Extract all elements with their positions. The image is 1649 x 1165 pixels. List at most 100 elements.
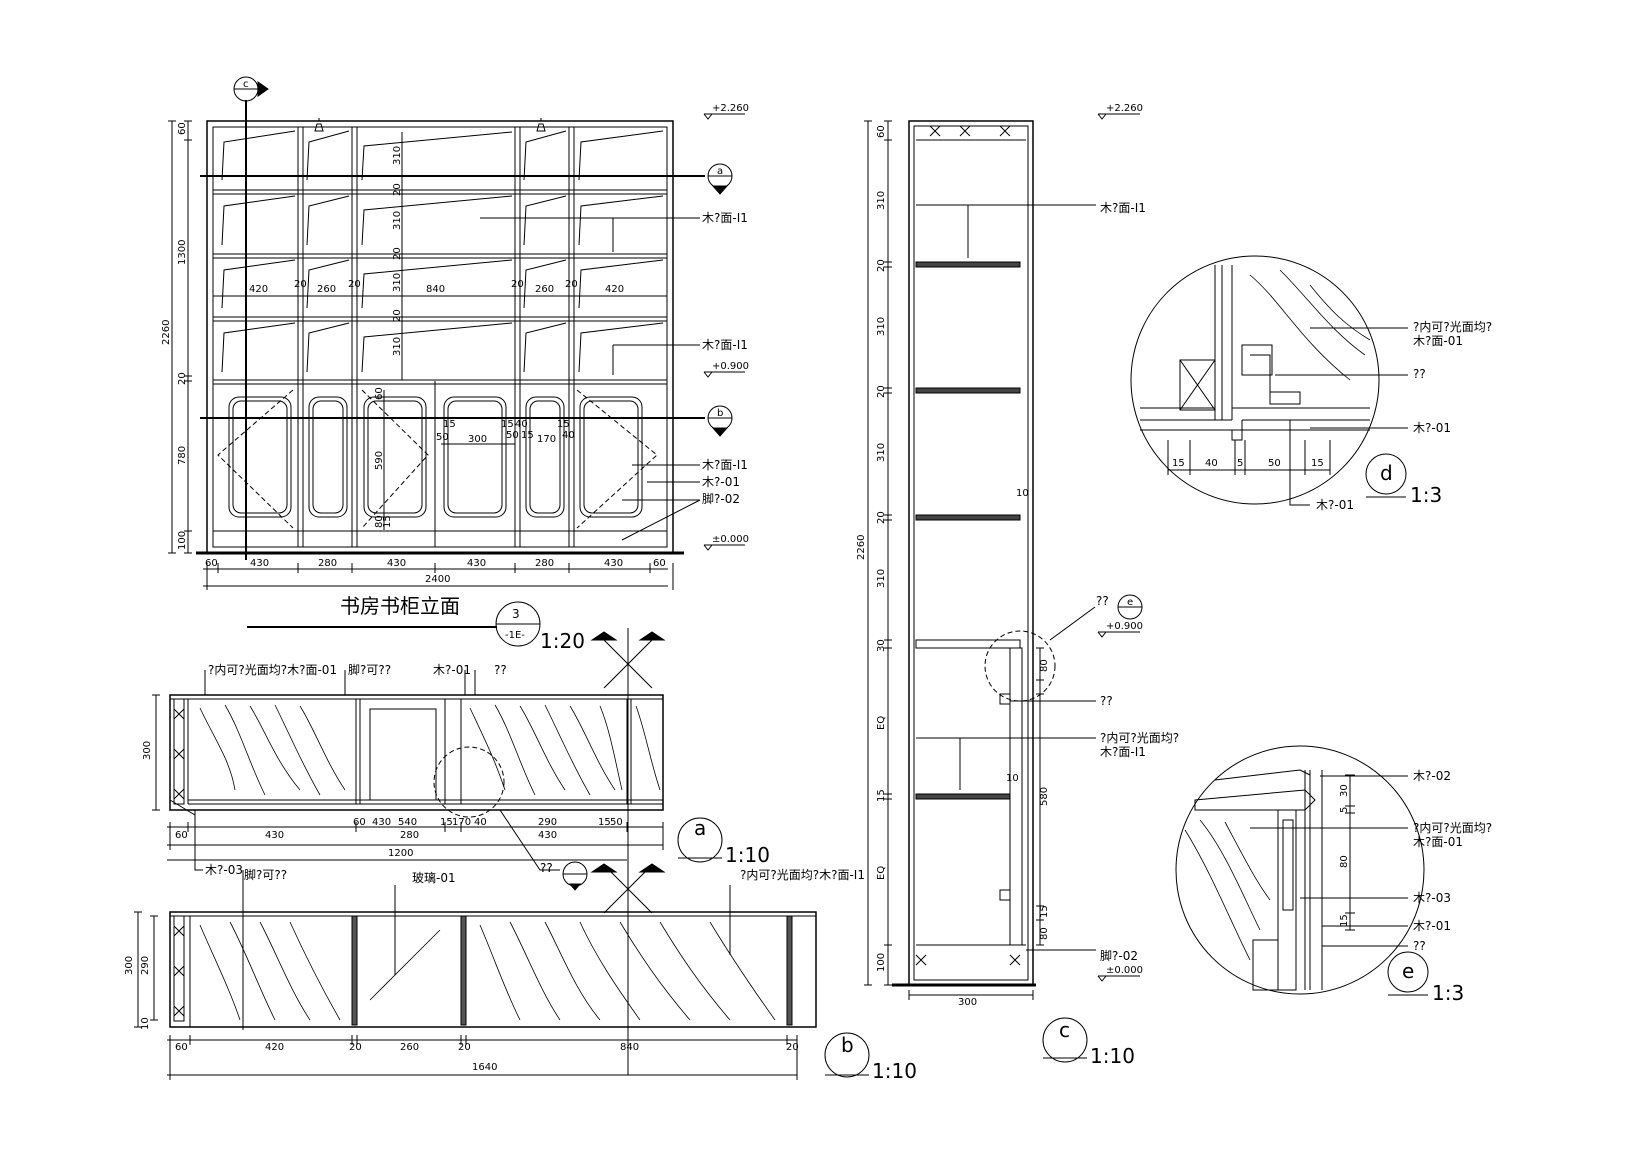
detail-e-dim-1: 5 <box>1339 807 1350 813</box>
section-c-h-4: 20 <box>876 385 887 398</box>
door-dim-1: 15 <box>443 419 456 430</box>
plan-b-dim-1: 420 <box>265 1042 284 1053</box>
elevation-scale: 1:20 <box>540 629 585 653</box>
bottom-width-6: 430 <box>604 558 623 569</box>
plan-b-dim-2: 20 <box>349 1042 362 1053</box>
detail-d-dim-3: 50 <box>1268 458 1281 469</box>
section-c-rd-0: 80 <box>1039 659 1050 672</box>
left-height-4: 100 <box>177 531 188 550</box>
plan-b-dim-0: 60 <box>175 1042 188 1053</box>
detail-d-label-4: 木?-01 <box>1316 498 1354 512</box>
plan-a-dim-8: 50 <box>610 817 623 828</box>
shelf-dim-1: 20 <box>392 183 403 196</box>
plan-a-dim-6: 290 <box>538 817 557 828</box>
elevation-label-1: 木?面-I1 <box>702 338 748 352</box>
plan-a-height: 300 <box>142 741 153 760</box>
detail-e-dim-3: 15 <box>1339 914 1350 927</box>
detail-e-label-4: 木?-01 <box>1413 919 1451 933</box>
door-dim-4: 15 <box>501 419 514 430</box>
section-c-rd-1: 580 <box>1039 787 1050 806</box>
plan-a-dim-7: 15 <box>598 817 611 828</box>
section-c-rd-2: 15 <box>1039 905 1050 918</box>
door-dim-7: 170 <box>537 434 556 445</box>
detail-d-label-2: ?? <box>1413 367 1426 381</box>
door-dim-0: 50 <box>436 432 449 443</box>
detail-d-dim-0: 15 <box>1172 458 1185 469</box>
elevation-callout-num: 3 <box>512 607 520 621</box>
door-dim-13: 15 <box>382 515 393 528</box>
door-dim-5: 40 <box>515 419 528 430</box>
plan-a-dim-2: 540 <box>398 817 417 828</box>
plan-a-dim-4: 170 <box>452 817 471 828</box>
plan-a-dim-1: 430 <box>372 817 391 828</box>
left-height-0: 60 <box>177 122 188 135</box>
section-tag-b: b <box>717 408 723 419</box>
section-c-h-2: 20 <box>876 259 887 272</box>
detail-d-dim-2: 5 <box>1237 458 1243 469</box>
plan-b-height-1: 290 <box>140 956 151 975</box>
door-dim-2: 300 <box>468 434 487 445</box>
section-c-tag: c <box>1059 1018 1070 1042</box>
detail-e-dim-2: 80 <box>1339 855 1350 868</box>
bottom-width-3: 430 <box>387 558 406 569</box>
shelf-dim-0: 310 <box>392 146 403 165</box>
section-c-scale: 1:10 <box>1090 1044 1135 1068</box>
section-c-label-0: 木?面-I1 <box>1100 201 1146 215</box>
section-c-rd-3: 80 <box>1039 927 1050 940</box>
detail-e-scale: 1:3 <box>1432 981 1464 1005</box>
top-width-6: 260 <box>535 284 554 295</box>
plan-a-row2-0: 430 <box>265 830 284 841</box>
door-dim-6: 15 <box>521 430 534 441</box>
detail-e-dim-0: 30 <box>1339 784 1350 797</box>
detail-e-label-3: 木?-03 <box>1413 891 1451 905</box>
section-c-h-8: 30 <box>876 639 887 652</box>
section-c-level-top: +2.260 <box>1106 103 1143 114</box>
shelf-dim-3: 20 <box>392 247 403 260</box>
section-c-callout-e-prefix: ?? <box>1096 594 1109 608</box>
bottom-width-1: 430 <box>250 558 269 569</box>
elevation-label-4: 脚?-02 <box>702 491 740 506</box>
section-c-h-5: 310 <box>876 443 887 462</box>
section-c-h-3: 310 <box>876 317 887 336</box>
top-width-7: 20 <box>565 279 578 290</box>
shelf-dim-5: 20 <box>392 309 403 322</box>
plan-a-left-60: 60 <box>175 830 188 841</box>
detail-d-dim-4: 15 <box>1311 458 1324 469</box>
total-width: 2400 <box>425 574 450 585</box>
top-width-2: 260 <box>317 284 336 295</box>
plan-a-row2-2: 430 <box>538 830 557 841</box>
detail-e-tag: e <box>1402 959 1414 983</box>
detail-d-label-1: 木?面-01 <box>1413 334 1463 348</box>
section-c-callout-e: e <box>1127 597 1133 608</box>
section-c-level-mid: +0.900 <box>1106 621 1143 632</box>
section-c-label-3: 木?面-I1 <box>1100 745 1146 759</box>
plan-section-b <box>134 863 817 1080</box>
plan-b-total: 1640 <box>472 1062 497 1073</box>
plan-a-dim-0: 60 <box>353 817 366 828</box>
bottom-width-5: 280 <box>535 558 554 569</box>
plan-b-height-0: 300 <box>124 956 135 975</box>
bottom-width-0: 60 <box>205 558 218 569</box>
top-width-4: 840 <box>426 284 445 295</box>
plan-b-tag: b <box>841 1033 854 1057</box>
plan-a-label-1: 脚?可?? <box>348 662 391 677</box>
section-c-h-0: 60 <box>876 125 887 138</box>
section-c-h-1: 310 <box>876 191 887 210</box>
section-c-label-2: ?内可?光面均? <box>1100 731 1179 745</box>
section-tag-a: a <box>717 166 723 177</box>
plan-a-row2-1: 280 <box>400 830 419 841</box>
detail-d-dim-1: 40 <box>1205 458 1218 469</box>
section-c-small-0: 10 <box>1016 488 1029 499</box>
elevation-label-3: 木?-01 <box>702 475 740 489</box>
detail-d-label-0: ?内可?光面均? <box>1413 320 1492 334</box>
section-c-label-4: 脚?-02 <box>1100 948 1138 963</box>
door-dim-10: 60 <box>374 387 385 400</box>
plan-b-height-2: 10 <box>140 1017 151 1030</box>
detail-d-scale: 1:3 <box>1410 483 1442 507</box>
elevation-callout-sheet: -1E- <box>505 630 525 641</box>
door-dim-9: 40 <box>562 430 575 441</box>
detail-e-label-2: 木?面-01 <box>1413 835 1463 849</box>
plan-a-label-3: ?? <box>494 663 507 677</box>
detail-e-label-5: ?? <box>1413 939 1426 953</box>
